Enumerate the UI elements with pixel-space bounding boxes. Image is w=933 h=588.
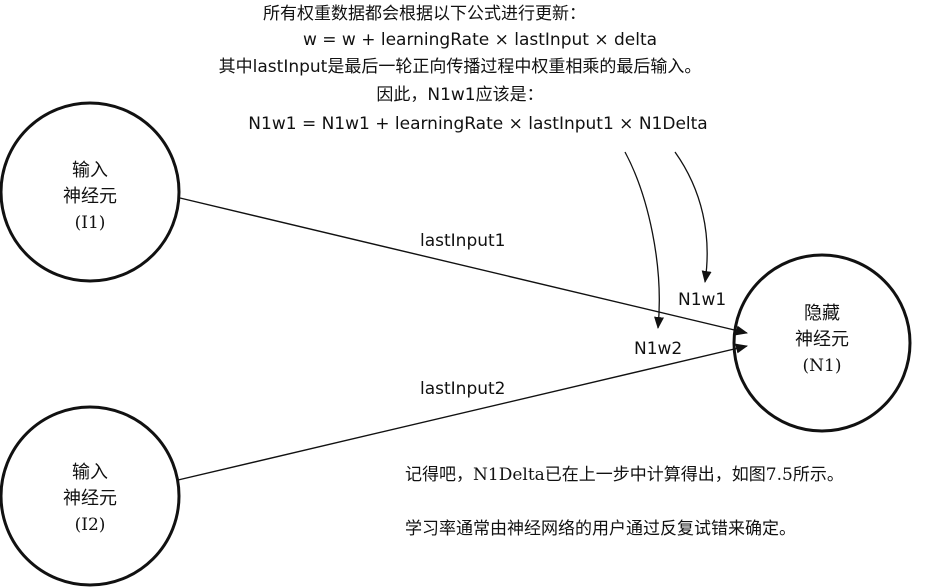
formula-specific: N1w1 = N1w1 + learningRate × lastInput1 … [248,114,708,134]
input-neuron-1-type: 输入 [72,160,108,181]
hidden-neuron-circle [732,253,912,433]
input-neuron-2-label: 输入 神经元 (I2) [30,460,150,538]
input-neuron-2-type: 输入 [72,462,108,483]
input-neuron-1-kind: 神经元 [63,186,117,207]
input-neuron-1-circle [0,101,181,283]
weight-label-n1w2: N1w2 [634,339,683,359]
formula-explanation: 其中lastInput是最后一轮正向传播过程中权重相乘的最后输入。 [218,57,702,77]
hidden-neuron-id: (N1) [802,356,842,376]
formula-intro: 所有权重数据都会根据以下公式进行更新： [263,4,586,24]
input-neuron-1-label: 输入 神经元 (I1) [30,158,150,236]
formula-general: w = w + learningRate × lastInput × delta [302,30,658,50]
input-neuron-2-kind: 神经元 [63,488,117,509]
weight-label-n1w1: N1w1 [678,290,727,310]
note-n1delta: 记得吧，N1Delta已在上一步中计算得出，如图7.5所示。 [405,465,844,485]
edge-label-lastinput1: lastInput1 [420,231,506,251]
hidden-neuron-type: 隐藏 [804,303,840,324]
note-learning-rate: 学习率通常由神经网络的用户通过反复试错来确定。 [405,519,796,539]
hidden-neuron-label: 隐藏 神经元 (N1) [772,301,872,379]
input-neuron-2-id: (I2) [74,515,106,535]
pointer-to-n1w1 [674,151,712,283]
edge-i2-to-n1 [177,343,748,481]
edge-label-lastinput2: lastInput2 [420,379,506,399]
input-neuron-1-id: (I1) [74,213,106,233]
edge-i1-to-n1 [179,197,748,336]
hidden-neuron-kind: 神经元 [795,329,849,350]
formula-therefore: 因此，N1w1应该是： [376,85,544,105]
pointer-to-n1w2 [624,151,665,329]
input-neuron-2-circle [0,405,181,587]
